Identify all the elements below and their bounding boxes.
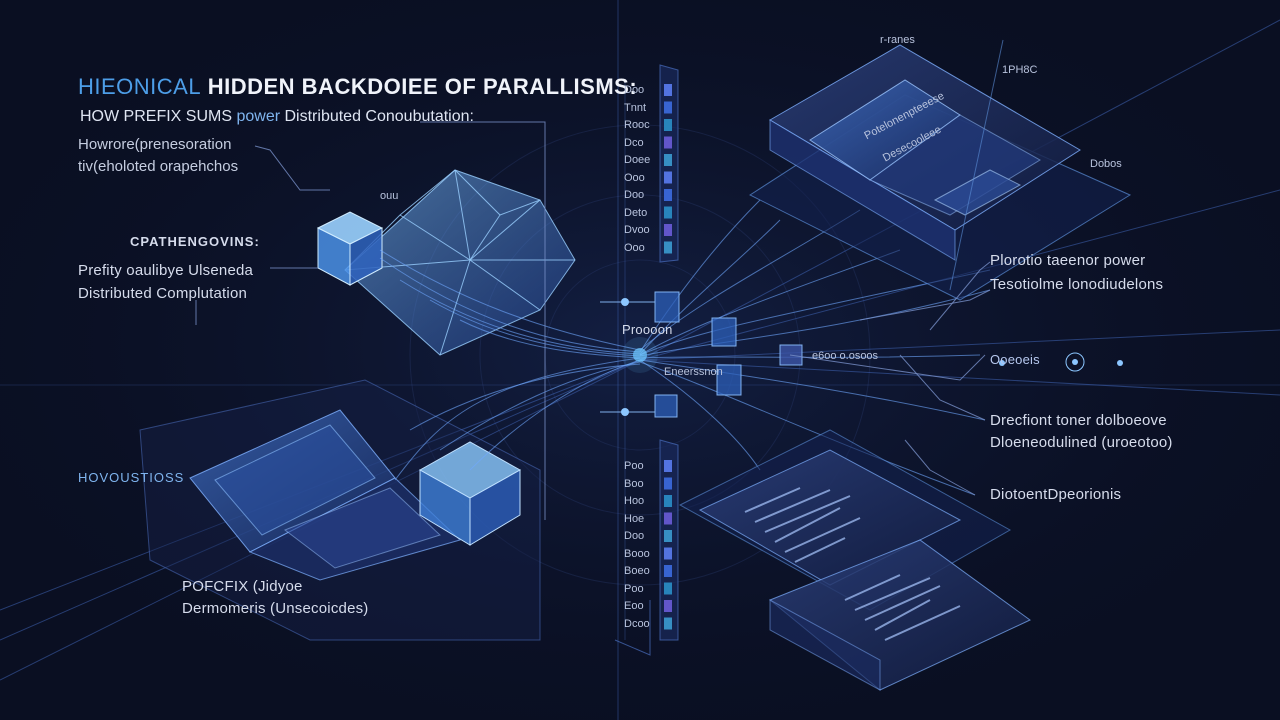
subtitle: HOW PREFIX SUMS power Distributed Conoub…	[80, 108, 474, 126]
panel-text-line	[764, 495, 851, 533]
column-square	[664, 565, 672, 577]
column-square	[664, 582, 672, 595]
column-square	[664, 495, 672, 507]
connector-ring	[1065, 352, 1085, 372]
panel-text-line	[774, 507, 841, 543]
column-square	[664, 189, 672, 201]
title-accent: HIEONICAL	[78, 74, 202, 99]
center-tag-2: Eneerssnon	[664, 366, 723, 378]
column-square	[664, 617, 672, 630]
panel-top-right	[748, 39, 1132, 301]
column-glyph: Booo	[624, 547, 650, 560]
column-square	[664, 241, 672, 254]
column-square	[664, 171, 672, 184]
node-boxes	[600, 291, 803, 418]
cube-upper	[316, 211, 384, 286]
column-glyph: Doo	[624, 84, 645, 96]
column-glyph: Dco	[624, 136, 644, 149]
panel-text-line	[884, 605, 961, 641]
laptop-left	[189, 409, 461, 581]
column-square	[664, 512, 672, 525]
connector-label: Ooeoeis	[990, 352, 1040, 367]
center-tag: Proooon	[622, 322, 673, 337]
top-tag: r-ranes	[880, 34, 915, 46]
callout-lines	[195, 121, 991, 520]
flow-lines	[379, 199, 991, 496]
column-square	[664, 530, 672, 542]
left-block-line-1: Prefity oaulibye Ulseneda	[78, 262, 254, 279]
connector-ring-core	[1072, 359, 1078, 365]
column-square	[664, 206, 672, 219]
left-bottom-heading: HOVOUSTIOSS	[78, 470, 185, 485]
column-square	[664, 547, 672, 560]
column-glyph: Doo	[624, 530, 645, 542]
description-line-2: tiv(eholoted orapehchos	[78, 158, 239, 175]
column-square	[664, 84, 672, 96]
column-square	[664, 460, 672, 472]
title-main: HIDDEN BACKDOIEE OF PARALLISMS:	[207, 74, 638, 99]
panel-text-line	[794, 537, 846, 563]
panel-text-line	[844, 574, 901, 601]
column-square	[664, 154, 672, 166]
left-block-line-2: Distributed Complutation	[78, 285, 248, 302]
column-square	[664, 600, 672, 612]
column-glyph: Poo	[624, 460, 644, 472]
column-glyph: Tnnt	[624, 101, 647, 114]
column-glyph: Dcoo	[624, 617, 650, 630]
column-square	[664, 224, 672, 236]
right-line-3: Drecfiont toner dolboeove	[990, 412, 1167, 429]
panel-text-line	[874, 599, 931, 631]
panel-text-line	[754, 489, 831, 523]
center-hub-glow	[622, 337, 658, 373]
small-tag: ouu	[380, 190, 399, 202]
column-square	[664, 136, 672, 149]
column-glyph: Deto	[624, 206, 648, 219]
panel-text-line	[784, 517, 861, 553]
left-bottom-line-1: POFCFIX (Jidyoe	[182, 578, 303, 595]
column-glyph: Poo	[624, 582, 644, 595]
column-glyph: Hoo	[624, 495, 645, 507]
column-glyph: Dvoo	[624, 224, 650, 236]
page-title: HIEONICAL HIDDEN BACKDOIEE OF PARALLISMS…	[78, 74, 637, 100]
subtitle-accent: power	[236, 108, 281, 125]
panel-text-line	[744, 487, 801, 513]
panel-text-line	[864, 585, 941, 621]
column-glyph: Doee	[624, 154, 651, 166]
left-bottom-line-2: Dermomeris (Unsecoicdes)	[182, 600, 369, 617]
side-tag: Dobos	[1090, 158, 1122, 170]
column-glyph: Eoo	[624, 600, 644, 612]
right-line-1: Plorotio taeenor power	[990, 252, 1146, 269]
description: Howrore(prenesoration tiv(eholoted orape…	[78, 134, 238, 178]
subtitle-main: HOW PREFIX SUMS	[80, 108, 233, 125]
center-right-tag: e6oo o.osoos	[812, 350, 879, 362]
column-strip	[614, 64, 679, 656]
connector-dots	[621, 298, 1123, 416]
background-rings	[409, 124, 871, 586]
column-glyph: Ooo	[624, 241, 645, 254]
column-glyph: Doo	[624, 189, 645, 201]
top-tag-2: 1PH8C	[1002, 64, 1038, 76]
column-square	[664, 477, 672, 490]
subtitle-rest: Distributed Conoubutation:	[284, 108, 474, 125]
right-line-4: Dloeneodulined (uroeotoo)	[990, 434, 1173, 451]
right-line-5: DiotoentDpeorionis	[990, 486, 1122, 503]
column-glyph: Rooc	[624, 119, 650, 131]
column-glyph: Boo	[624, 477, 644, 490]
column-square	[664, 119, 672, 131]
center-hub	[633, 348, 647, 362]
column-glyph: Hoe	[624, 512, 645, 525]
panel-text-line	[854, 577, 931, 611]
column-glyph: Boeo	[624, 565, 650, 577]
panel-bottom-right	[678, 429, 1031, 691]
right-line-2: Tesotiolme lonodiudelons	[990, 276, 1164, 293]
column-square	[664, 101, 672, 114]
column-glyph: Ooo	[624, 171, 645, 184]
description-line-1: Howrore(prenesoration	[78, 136, 232, 153]
left-section-heading: CPATHENGOVINS:	[130, 234, 260, 249]
